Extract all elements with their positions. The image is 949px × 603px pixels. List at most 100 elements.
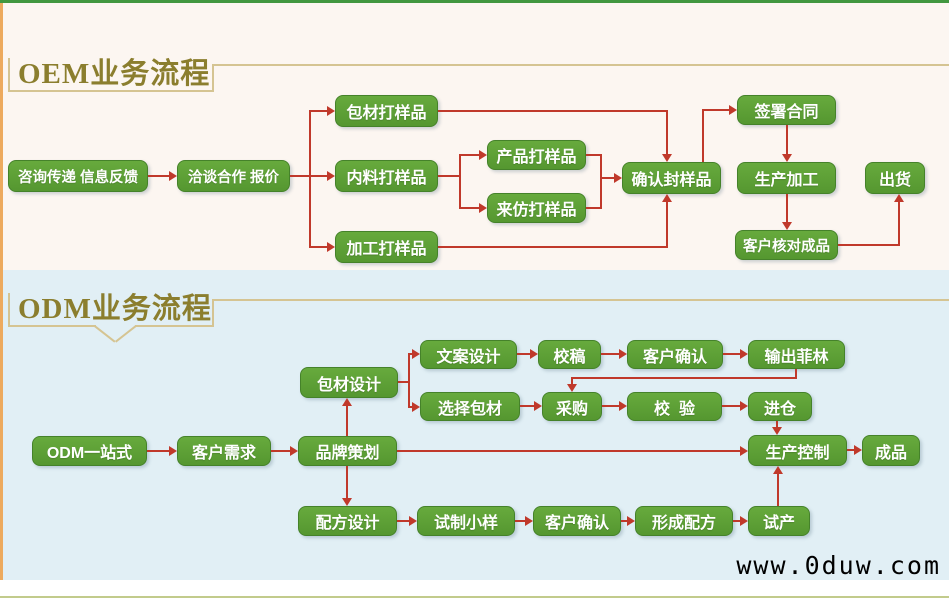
oem-frame-line: [8, 90, 214, 92]
arrowhead: [567, 384, 577, 392]
node-odm-packaging-design: 包材设计: [300, 367, 398, 398]
node-odm-verification: 校 验: [627, 392, 722, 421]
arrowhead: [619, 401, 627, 411]
connector-line: [601, 353, 619, 355]
connector-line: [515, 520, 525, 522]
connector-line: [898, 202, 900, 246]
connector-line: [600, 154, 602, 209]
connector-line: [722, 405, 740, 407]
node-odm-brand-planning: 品牌策划: [298, 436, 397, 466]
node-oem-customer-check: 客户核对成品: [735, 230, 838, 260]
arrowhead: [169, 446, 177, 456]
arrowhead: [525, 516, 533, 526]
node-odm-purchasing: 采购: [542, 392, 602, 421]
connector-line: [795, 369, 797, 379]
connector-line: [311, 110, 327, 112]
connector-line: [586, 154, 602, 156]
node-odm-form-formula: 形成配方: [635, 506, 733, 536]
odm-frame-line: [212, 299, 214, 327]
node-odm-proofreading: 校稿: [538, 340, 601, 369]
connector-line: [148, 175, 170, 177]
arrowhead: [662, 154, 672, 162]
arrowhead: [342, 398, 352, 406]
node-oem-consult: 咨询传递 信息反馈: [8, 160, 148, 192]
left-border: [0, 3, 3, 580]
arrowhead: [619, 349, 627, 359]
connector-line: [311, 246, 327, 248]
node-oem-material-sample: 内料打样品: [335, 160, 438, 192]
connector-line: [438, 110, 668, 112]
connector-line: [461, 207, 479, 209]
connector-line: [397, 450, 740, 452]
node-odm-one-stop: ODM一站式: [32, 436, 147, 466]
node-oem-shipment: 出货: [865, 162, 925, 194]
node-odm-customer-confirm-bottom: 客户确认: [533, 506, 621, 536]
watermark-url: www.0duw.com: [736, 551, 941, 580]
arrowhead: [740, 516, 748, 526]
odm-section-title: ODM业务流程: [18, 293, 212, 325]
connector-line: [702, 109, 729, 111]
arrowhead: [327, 106, 335, 116]
arrowhead: [290, 446, 298, 456]
node-oem-product-sample: 产品打样品: [487, 140, 586, 170]
arrowhead: [534, 401, 542, 411]
connector-line: [520, 405, 534, 407]
connector-line: [602, 405, 619, 407]
arrowhead: [412, 349, 420, 359]
node-odm-customer-needs: 客户需求: [177, 436, 271, 466]
connector-line: [702, 109, 704, 162]
connector-line: [408, 406, 414, 408]
connector-line: [397, 520, 409, 522]
node-odm-select-packaging: 选择包材: [420, 392, 520, 421]
node-oem-sign-contract: 签署合同: [737, 95, 836, 125]
node-odm-finished-product: 成品: [862, 435, 920, 466]
connector-line: [311, 175, 327, 177]
connector-line: [408, 353, 414, 355]
node-odm-customer-confirm-top: 客户确认: [627, 340, 723, 369]
node-oem-negotiate: 洽谈合作 报价: [177, 160, 290, 192]
arrowhead: [342, 498, 352, 506]
arrowhead: [169, 171, 177, 181]
connector-line: [666, 202, 668, 247]
arrowhead: [479, 203, 487, 213]
node-odm-film-output: 输出菲林: [748, 340, 845, 369]
oem-frame-line: [212, 64, 949, 66]
odm-frame-line: [8, 325, 96, 327]
connector-line: [602, 177, 614, 179]
arrowhead: [662, 194, 672, 202]
node-odm-production-control: 生产控制: [748, 435, 847, 466]
arrowhead: [530, 349, 538, 359]
arrowhead: [773, 466, 783, 474]
connector-line: [838, 244, 900, 246]
connector-line: [398, 381, 410, 383]
connector-line: [847, 449, 854, 451]
connector-line: [571, 377, 573, 384]
arrowhead: [740, 349, 748, 359]
arrowhead: [614, 173, 622, 183]
arrowhead: [894, 194, 904, 202]
arrowhead: [782, 222, 792, 230]
connector-line: [271, 450, 290, 452]
connector-line: [776, 421, 778, 427]
connector-line: [309, 110, 311, 248]
connector-line: [461, 154, 479, 156]
odm-frame-line: [135, 325, 214, 327]
node-oem-confirm-sample: 确认封样品: [622, 162, 721, 194]
node-oem-processing-sample: 加工打样品: [335, 231, 438, 263]
connector-line: [408, 353, 410, 408]
arrowhead: [479, 150, 487, 160]
node-oem-packaging-sample: 包材打样品: [335, 95, 438, 127]
arrowhead: [740, 446, 748, 456]
connector-line: [147, 450, 169, 452]
arrowhead: [327, 171, 335, 181]
connector-line: [438, 246, 668, 248]
node-oem-production: 生产加工: [737, 162, 836, 194]
arrowhead: [409, 516, 417, 526]
top-border: [0, 0, 949, 3]
odm-frame-line: [8, 293, 10, 327]
bottom-divider: [0, 596, 949, 598]
arrowhead: [627, 516, 635, 526]
connector-line: [290, 175, 311, 177]
connector-line: [517, 353, 530, 355]
arrowhead: [740, 401, 748, 411]
